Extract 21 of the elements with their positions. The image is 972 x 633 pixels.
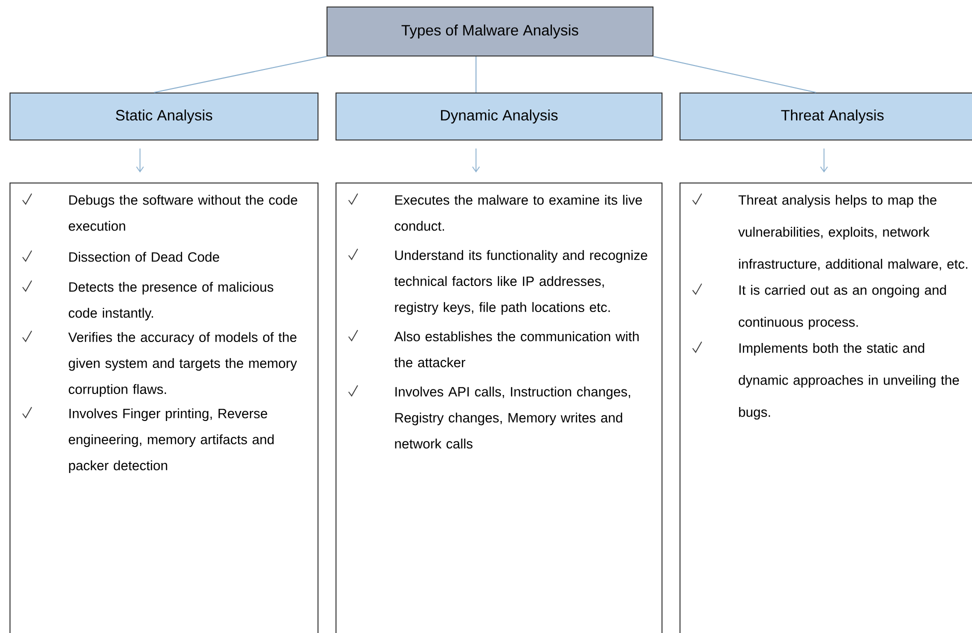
category-box: Dynamic Analysis: [336, 92, 662, 140]
bullet-text: Involves API calls, Instruction changes, Registry changes, Memory writes and network calls: [395, 386, 630, 449]
arrow: [472, 148, 480, 172]
bullet-text: Implements both the static and dynamic approaches in unveiling the bugs.: [738, 342, 959, 420]
bullet-text: Debugs the software without the code execution: [68, 194, 298, 231]
bullet-text: Threat analysis helps to map the vulnerabilities, exploits, network infrastructure, additional malware, etc.: [738, 194, 968, 270]
bullet-text: Also establishes the communication with the attacker: [394, 331, 639, 368]
arrow: [820, 148, 828, 172]
bullet-text: Involves Finger printing, Reverse engineering, memory artifacts and packer detection: [68, 408, 274, 473]
bullet-text: Executes the malware to examine its live conduct.: [394, 194, 642, 231]
bullet-text: Dissection of Dead Code: [69, 252, 220, 262]
bullet-text: Detects the presence of malicious code instantly.: [68, 282, 274, 320]
connector-line: [154, 56, 327, 93]
title-box: Types of Malware Analysis: [326, 6, 654, 56]
category-box: Threat Analysis: [680, 92, 972, 140]
connector-line: [653, 56, 816, 93]
bullet-text: Understand its functionality and recognize technical factors like IP addresses, registry keys, file path locations etc.: [394, 250, 648, 315]
bullet-text: It is carried out as an ongoing and continuous process.: [738, 284, 946, 330]
category-box: Static Analysis: [10, 92, 318, 140]
arrow: [136, 148, 144, 172]
bullet-text: Verifies the accuracy of models of the given system and targets the memory corruption flaws.: [68, 332, 297, 397]
